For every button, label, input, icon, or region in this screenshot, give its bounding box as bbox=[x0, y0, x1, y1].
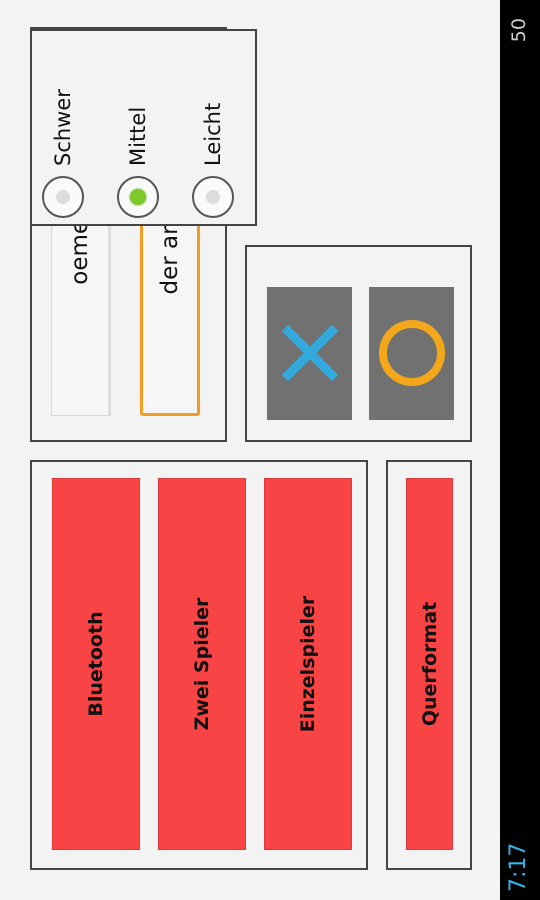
radio-indicator bbox=[56, 190, 70, 204]
difficulty-label-leicht: Leicht bbox=[201, 102, 225, 166]
difficulty-label-mittel: Mittel bbox=[126, 106, 150, 166]
status-bar: 7:17 50 bbox=[500, 0, 540, 900]
landscape-button[interactable]: Querformat bbox=[406, 478, 453, 850]
difficulty-label-schwer: Schwer bbox=[51, 89, 75, 166]
signal-indicator: 50 bbox=[508, 18, 530, 43]
radio-indicator bbox=[206, 190, 220, 204]
radio-button[interactable] bbox=[42, 176, 84, 218]
player1-symbol-tile[interactable] bbox=[267, 287, 352, 420]
difficulty-option-schwer[interactable]: Schwer bbox=[42, 89, 84, 218]
radio-indicator-selected bbox=[130, 189, 146, 205]
app-content: oemel09 der andere bbox=[0, 0, 500, 900]
player2-symbol-tile[interactable] bbox=[369, 287, 454, 420]
symbol-panel bbox=[245, 245, 472, 442]
radio-button[interactable] bbox=[117, 176, 159, 218]
difficulty-option-leicht[interactable]: Leicht bbox=[192, 103, 234, 218]
bluetooth-button[interactable]: Bluetooth bbox=[52, 478, 140, 850]
singleplayer-button[interactable]: Einzelspieler bbox=[264, 478, 352, 850]
orientation-panel: Querformat bbox=[386, 460, 472, 870]
cross-icon bbox=[281, 325, 338, 382]
difficulty-panel: Leicht Mittel Schwer bbox=[30, 29, 257, 226]
two-player-button[interactable]: Zwei Spieler bbox=[158, 478, 246, 850]
circle-icon bbox=[378, 320, 445, 387]
game-mode-panel: Einzelspieler Zwei Spieler Bluetooth bbox=[30, 460, 368, 870]
difficulty-option-mittel[interactable]: Mittel bbox=[117, 107, 159, 218]
status-clock: 7:17 bbox=[506, 842, 531, 892]
radio-button[interactable] bbox=[192, 176, 234, 218]
